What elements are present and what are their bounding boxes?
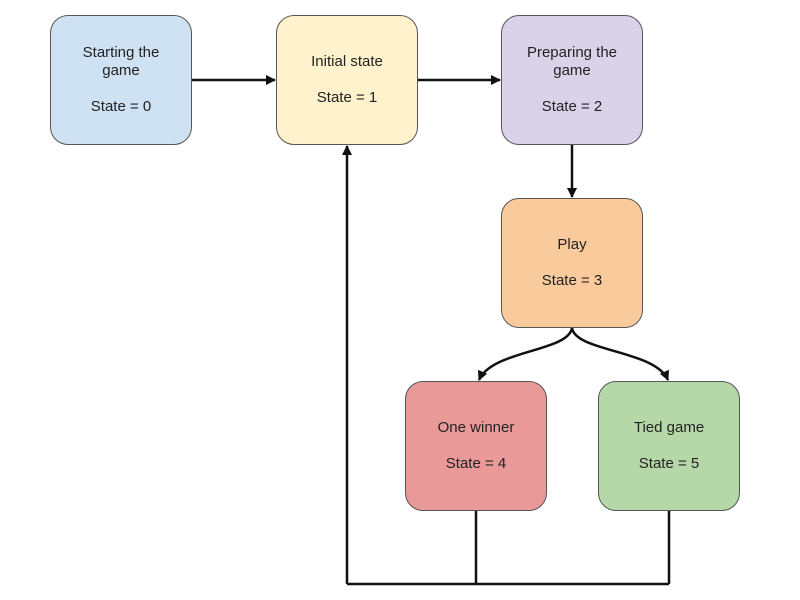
state-name: Preparing the game: [526, 44, 618, 79]
state-box-one-winner: One winner State = 4: [405, 381, 547, 511]
state-box-initial: Initial state State = 1: [276, 15, 418, 145]
state-value: State = 4: [445, 455, 507, 472]
state-value: State = 3: [541, 272, 603, 289]
state-value: State = 1: [316, 89, 378, 106]
state-name: Initial state: [311, 53, 383, 70]
arrow-play-to-tied: [570, 327, 670, 381]
state-value: State = 0: [90, 98, 152, 115]
state-name: Play: [557, 236, 587, 253]
state-name: Starting the game: [82, 44, 160, 79]
state-name: One winner: [437, 419, 515, 436]
state-value: State = 5: [638, 455, 700, 472]
state-name: Tied game: [633, 419, 705, 436]
state-box-starting: Starting the game State = 0: [50, 15, 192, 145]
arrow-play-to-winner: [477, 327, 574, 381]
state-value: State = 2: [541, 98, 603, 115]
state-box-preparing: Preparing the game State = 2: [501, 15, 643, 145]
state-box-tied-game: Tied game State = 5: [598, 381, 740, 511]
state-box-play: Play State = 3: [501, 198, 643, 328]
